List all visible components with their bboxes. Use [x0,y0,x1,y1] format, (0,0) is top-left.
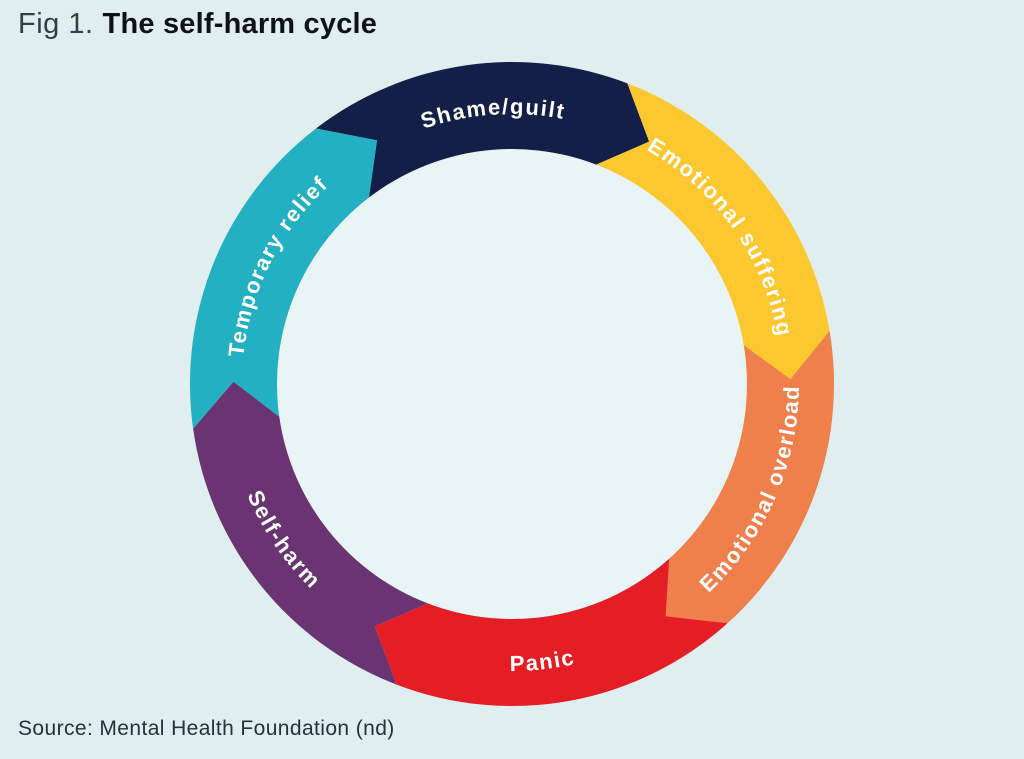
segment-temporary-relief [189,128,377,429]
source-caption: Source: Mental Health Foundation (nd) [18,717,395,740]
cycle-inner-circle [277,149,747,619]
segment-emotional-suffering [596,83,830,380]
segment-self-harm [193,381,428,685]
figure-title: Fig 1.The self-harm cycle [18,8,377,41]
segment-shame-guilt [315,62,650,198]
figure-title-text: The self-harm cycle [102,8,378,40]
figure-number: Fig 1. [18,8,94,40]
segment-panic [374,558,728,706]
segment-emotional-overload [665,330,834,624]
